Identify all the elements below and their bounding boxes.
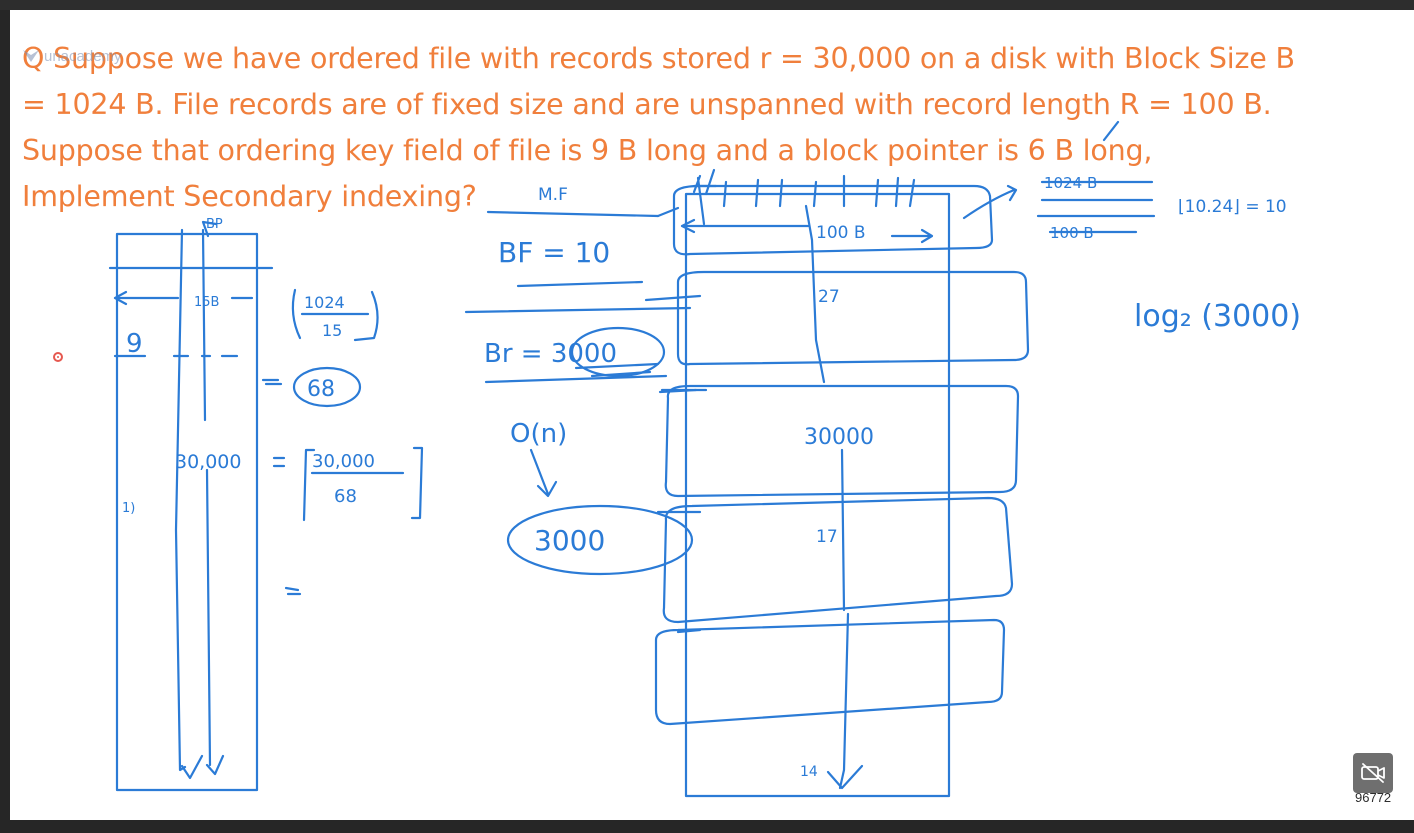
index-file-diagram: BP 15B 9 1) (108, 217, 274, 792)
entry-size-label: 15B (194, 295, 219, 310)
blocks-denominator: 68 (334, 486, 357, 507)
ifr-result: 68 (307, 377, 335, 402)
view-count: 96772 (1355, 790, 1392, 805)
camera-toggle-button[interactable] (1353, 753, 1393, 793)
main-file-calculation: M.F BF = 10 Br = 3000 O(n) 3000 (464, 185, 708, 576)
on-label: O(n) (510, 419, 567, 449)
stray-index-label: 1) (122, 501, 135, 516)
records-label: 30,000 (175, 451, 241, 473)
br-label: Br = 3000 (484, 339, 617, 369)
video-bottom-bar (0, 820, 1414, 833)
record-length-label: 100 B (816, 223, 866, 243)
ifr-numerator: 1024 (304, 293, 345, 312)
record-30000: 30000 (804, 425, 874, 450)
bp-label: BP (206, 217, 223, 232)
question-line-1: Q Suppose we have ordered file with reco… (22, 42, 1295, 75)
question-text: Q Suppose we have ordered file with reco… (22, 36, 1412, 220)
ifr-denominator: 15 (322, 321, 342, 340)
main-file-blocks: 100 B 27 30000 17 14 (654, 168, 1030, 798)
record-27: 27 (818, 287, 840, 307)
blocking-factor-calculation: 1024 B 100 B ⌊10.24⌋ = 10 log₂ (3000) (962, 120, 1301, 334)
ifr-calculation: 1024 15 68 30,000 30,000 68 (175, 288, 424, 596)
camera-off-icon (1361, 763, 1385, 783)
log-label: log₂ (3000) (1134, 299, 1301, 334)
lecture-slide: BP 15B 9 1) 1024 15 68 30,000 30,000 68 (10, 10, 1414, 820)
handwritten-annotations: BP 15B 9 1) 1024 15 68 30,000 30,000 68 (108, 120, 1301, 798)
brand-name: unacademy (44, 47, 122, 65)
scan-blocks-label: 3000 (534, 524, 605, 557)
unacademy-logo-icon (23, 50, 39, 62)
blocks-numerator: 30,000 (312, 451, 375, 472)
question-line-4: Implement Secondary indexing? (22, 180, 477, 213)
bf-floor-result: ⌊10.24⌋ = 10 (1178, 197, 1287, 217)
question-line-3: Suppose that ordering key field of file … (22, 134, 1153, 167)
record-14: 14 (800, 764, 818, 780)
brand-watermark: unacademy (22, 46, 122, 66)
question-line-2: = 1024 B. File records are of fixed size… (22, 88, 1272, 121)
record-17: 17 (816, 527, 838, 547)
mf-label: M.F (538, 185, 568, 205)
bf-label: BF = 10 (498, 236, 610, 269)
video-top-bar (0, 0, 1414, 10)
key-label: 9 (126, 329, 143, 359)
laser-pointer-icon (53, 352, 63, 362)
